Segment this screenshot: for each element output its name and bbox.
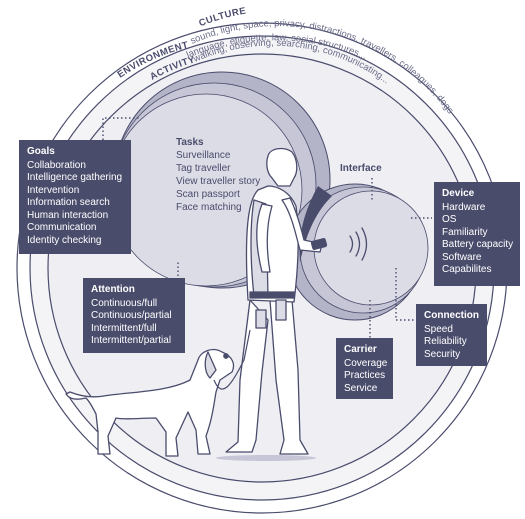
connection-title: Connection [424,310,479,321]
device-item: Software [442,251,482,263]
attention-item: Intermittent/partial [91,335,172,346]
tasks-item: View traveller story [176,176,261,187]
goals-item: Intelligence gathering [27,172,123,183]
device-item: Familiarity [442,226,488,238]
goals-item: Collaboration [27,159,86,171]
carrier-item: Service [344,382,378,394]
interface-label: Interface [340,163,382,174]
officer-figure [225,147,328,455]
carrier-item: Coverage [344,357,388,369]
attention-item: Intermittent/full [91,322,157,334]
connection-item: Security [424,348,461,360]
tasks-item: Scan passport [176,189,240,200]
device-item: OS [442,214,457,225]
ground-shadow [216,455,316,461]
connection-item: Speed [424,323,453,335]
attention-title: Attention [91,284,135,295]
interface-bubble [286,183,429,321]
tasks-title: Tasks [176,137,204,148]
tasks-list: Tasks Surveillance Tag traveller View tr… [176,136,260,214]
interface-connector [299,186,332,262]
attention-item: Continuous/partial [91,310,172,321]
phone-signal-icon [349,227,368,261]
goals-item: Communication [27,222,97,233]
device-item: Battery capacity [442,239,514,250]
goals-box: Goals Collaboration Intelligence gatheri… [19,140,131,254]
connection-box: Connection Speed Reliability Security [416,304,487,366]
tasks-item: Face matching [176,202,242,213]
dog-figure [65,329,251,457]
carrier-box: Carrier Coverage Practices Service [336,338,393,399]
leader-lines [102,117,432,338]
goals-item: Identity checking [27,234,102,246]
attention-item: Continuous/full [91,297,158,309]
goals-item: Human interaction [27,209,109,221]
device-title: Device [442,188,475,199]
carrier-item: Practices [344,370,386,381]
device-item: Capabilites [442,264,492,275]
tasks-item: Surveillance [176,150,231,161]
goals-item: Intervention [27,184,80,196]
attention-box: Attention Continuous/full Continuous/par… [83,278,185,353]
carrier-title: Carrier [344,344,377,355]
goals-title: Goals [27,146,55,157]
goals-item: Information search [27,197,110,208]
tasks-item: Tag traveller [176,163,231,174]
connection-item: Reliability [424,336,467,347]
device-box: Device Hardware OS Familiarity Battery c… [434,182,520,286]
device-item: Hardware [442,201,486,213]
